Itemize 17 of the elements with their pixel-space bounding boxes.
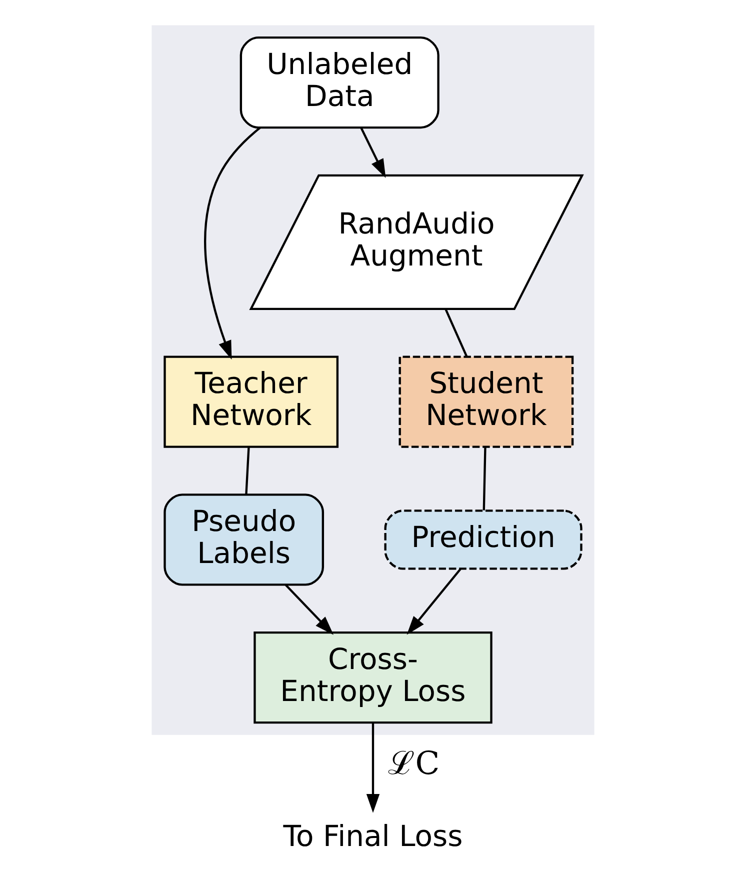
edge-label: ℒC bbox=[388, 744, 440, 782]
arrow bbox=[204, 126, 262, 360]
arrow bbox=[285, 584, 334, 635]
node-box: Pseudo Labels bbox=[164, 494, 324, 586]
arrow bbox=[366, 722, 380, 813]
node-box: Unlabeled Data bbox=[240, 36, 440, 129]
node-box: Teacher Network bbox=[164, 356, 339, 448]
connector bbox=[444, 308, 468, 357]
node-box: Prediction bbox=[384, 510, 582, 570]
node-box: Cross-Entropy Loss bbox=[254, 631, 492, 724]
arrow bbox=[360, 127, 386, 178]
node-text: To Final Loss bbox=[283, 818, 463, 853]
arrow bbox=[406, 568, 462, 635]
connector bbox=[482, 447, 486, 510]
node-box: Student Network bbox=[398, 356, 574, 448]
cluster bbox=[152, 25, 594, 735]
connector bbox=[245, 447, 250, 495]
